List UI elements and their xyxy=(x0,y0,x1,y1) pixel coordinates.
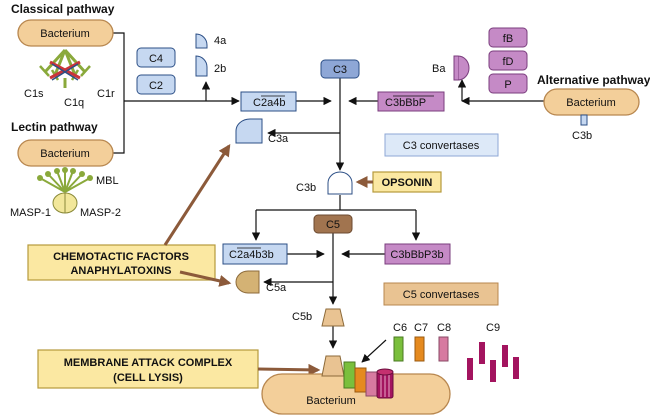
pathway-lines xyxy=(113,32,544,363)
c7-label: C7 xyxy=(414,322,428,334)
lectin-pathway: Lectin pathway Bacterium MBL MASP-1 MASP… xyxy=(10,120,121,219)
c3-convertase-classical-overlined: 2a4b xyxy=(261,97,285,109)
c4-box: C4 xyxy=(136,47,176,68)
c5a-fragment-icon xyxy=(235,270,260,294)
lectin-pathway-title: Lectin pathway xyxy=(11,120,98,134)
mac-bacterium-label: Bacterium xyxy=(306,395,356,407)
p-label: P xyxy=(504,79,511,91)
classical-bacterium: Bacterium xyxy=(17,19,114,47)
c5b-label: C5b xyxy=(292,311,312,323)
c5-convertase-alternative-label: C3bBbP3b xyxy=(390,249,443,261)
masp1-label: MASP-1 xyxy=(10,207,51,219)
c6-label: C6 xyxy=(393,322,407,334)
alternative-pathway: Ba fB fD P Alternative pathway Bacterium… xyxy=(432,27,650,142)
mac-complex-icon xyxy=(321,355,394,399)
p-box: P xyxy=(488,73,528,94)
c1q-label: C1q xyxy=(64,97,84,109)
c5-convertase-classical-prefix: C xyxy=(229,249,237,261)
chemotactic-factors-label: CHEMOTACTIC FACTORS xyxy=(53,251,189,263)
bound-c3b-icon xyxy=(580,114,588,126)
opsonin-label: OPSONIN xyxy=(382,177,433,189)
c3a-label: C3a xyxy=(268,133,289,145)
c3-convertase-classical-prefix: C xyxy=(253,97,261,109)
opsonin-box: OPSONIN xyxy=(372,171,442,193)
c4a-fragment-icon xyxy=(195,33,208,49)
c1r-label: C1r xyxy=(97,88,115,100)
ba-label: Ba xyxy=(432,63,446,75)
c3-convertase-alternative: C 3bBbP xyxy=(377,91,445,112)
classical-pathway-title: Classical pathway xyxy=(11,2,115,16)
c8-label: C8 xyxy=(437,322,451,334)
lectin-bacterium: Bacterium xyxy=(17,139,114,167)
c9-icon xyxy=(467,342,519,382)
c3-convertase-alternative-overlined: 3bBbP xyxy=(393,97,426,109)
c2b-fragment-icon xyxy=(195,55,208,77)
c9-label: C9 xyxy=(486,322,500,334)
c7-icon xyxy=(414,336,425,362)
c5a-label: C5a xyxy=(266,282,287,294)
c3-convertases-legend: C3 convertases xyxy=(384,133,499,157)
c5-label: C5 xyxy=(326,219,340,231)
c3-box: C3 xyxy=(320,59,360,79)
c5b-fragment-icon xyxy=(321,308,345,327)
classical-bacterium-label: Bacterium xyxy=(40,28,90,40)
c1s-label: C1s xyxy=(24,88,44,100)
terminal-components: C6 C7 C8 C9 xyxy=(393,322,519,382)
c5-convertase-classical: C 2a4b3b xyxy=(222,243,288,265)
fb-box: fB xyxy=(488,27,528,48)
fd-box: fD xyxy=(488,50,528,71)
alternative-c3b-label: C3b xyxy=(572,130,592,142)
c3a-fragment-icon xyxy=(235,118,263,144)
fd-label: fD xyxy=(503,56,514,68)
chemotactic-c5a-arrow xyxy=(179,270,232,287)
mac-box: MEMBRANE ATTACK COMPLEX (CELL LYSIS) xyxy=(37,349,259,389)
c6-icon xyxy=(393,336,404,362)
alternative-pathway-title: Alternative pathway xyxy=(537,73,650,87)
c4a-label: 4a xyxy=(214,35,227,47)
c5-convertase-classical-overlined: 2a4b3b xyxy=(237,249,274,261)
c2-label: C2 xyxy=(149,80,163,92)
ba-fragment-icon xyxy=(453,55,470,81)
c3-convertases-label: C3 convertases xyxy=(403,140,480,152)
c4-label: C4 xyxy=(149,53,163,65)
mbl-label: MBL xyxy=(96,175,119,187)
alternative-bacterium: Bacterium xyxy=(543,88,640,116)
classical-components: C4 C2 4a 2b xyxy=(136,33,227,95)
mac-label: MEMBRANE ATTACK COMPLEX xyxy=(64,357,233,369)
mbl-icon xyxy=(37,167,93,214)
lectin-bacterium-label: Bacterium xyxy=(40,148,90,160)
c2-box: C2 xyxy=(136,74,176,95)
chemotactic-c3a-arrow xyxy=(163,143,231,246)
chemotactic-factors-box: CHEMOTACTIC FACTORS ANAPHYLATOXINS xyxy=(27,244,216,281)
c3-convertase-alternative-prefix: C xyxy=(385,97,393,109)
c5-convertase-alternative: C3bBbP3b xyxy=(384,243,451,265)
classical-pathway: Classical pathway Bacterium C1s C1r C1q xyxy=(11,2,115,109)
c1-complex-icon xyxy=(39,48,91,88)
c8-icon xyxy=(438,336,449,362)
c3b-fragment-icon xyxy=(327,171,353,195)
masp2-label: MASP-2 xyxy=(80,207,121,219)
c2b-label: 2b xyxy=(214,63,226,75)
c3-convertase-classical: C 2a4b xyxy=(240,91,297,112)
c3b-label: C3b xyxy=(296,182,316,194)
c3-label: C3 xyxy=(333,64,347,76)
alternative-bacterium-label: Bacterium xyxy=(566,97,616,109)
cell-lysis-label: (CELL LYSIS) xyxy=(113,372,183,384)
c5-box: C5 xyxy=(313,214,353,234)
anaphylatoxins-label: ANAPHYLATOXINS xyxy=(70,265,171,277)
c5-convertases-label: C5 convertases xyxy=(403,289,480,301)
c5-convertases-legend: C5 convertases xyxy=(383,282,499,306)
fb-label: fB xyxy=(503,33,513,45)
mac-arrow xyxy=(257,363,321,376)
